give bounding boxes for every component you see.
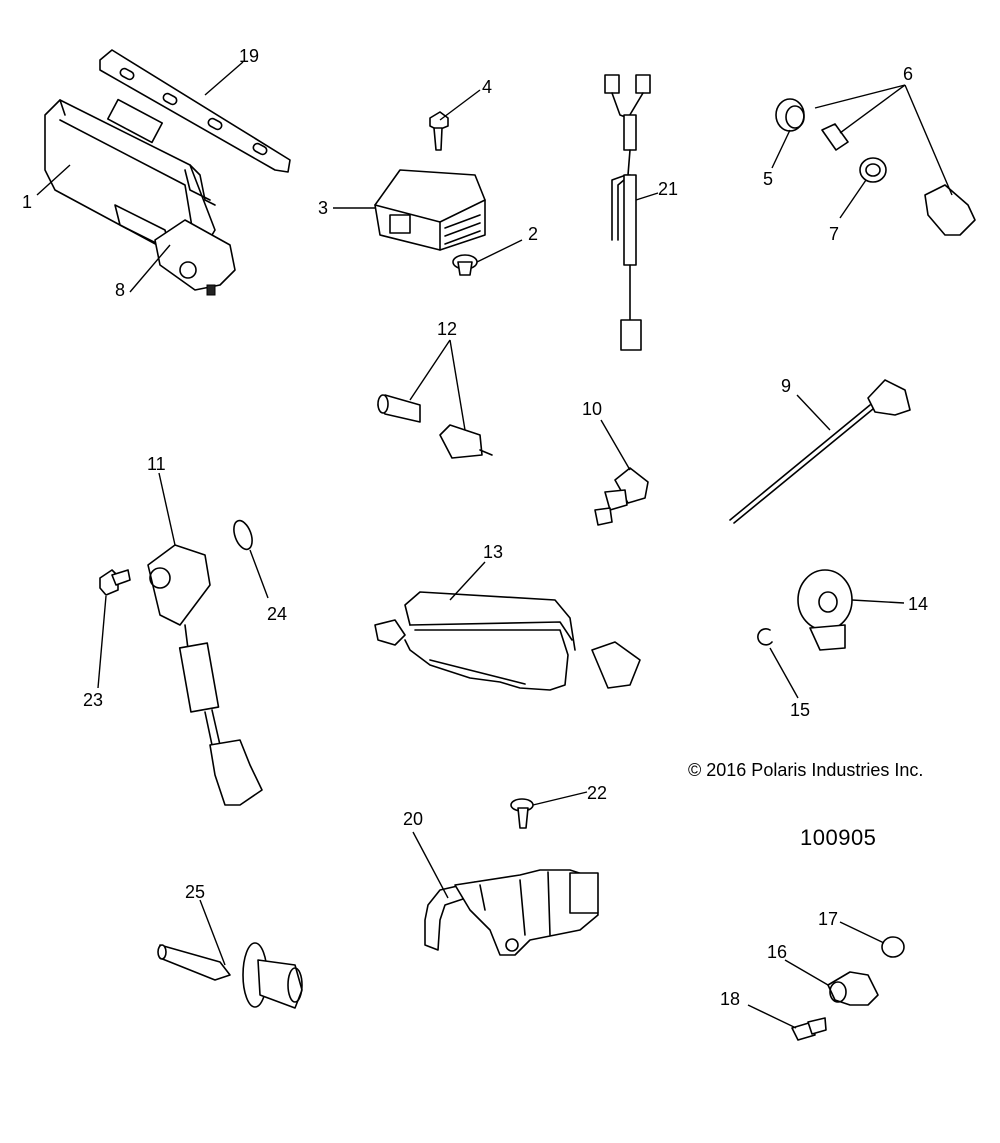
part-12-connectors xyxy=(377,394,493,459)
part-14-knock-sensor xyxy=(797,569,853,651)
part-15-clip xyxy=(757,628,773,646)
part-7-washer xyxy=(859,157,887,183)
part-10-temp-sensor xyxy=(594,467,649,526)
part-19-bracket xyxy=(99,49,291,173)
part-6-sensor xyxy=(924,184,976,236)
part-2-plug xyxy=(452,254,478,276)
part-17-o-ring xyxy=(881,936,905,958)
callout-17: 17 xyxy=(818,909,838,929)
callout-1: 1 xyxy=(22,192,32,212)
callout-2: 2 xyxy=(528,224,538,244)
callout-16: 16 xyxy=(767,942,787,962)
part-13-looped-sensor xyxy=(374,591,641,691)
callout-14: 14 xyxy=(908,594,928,614)
diagram-number: 100905 xyxy=(800,825,877,850)
part-16-elbow-sensor xyxy=(827,971,879,1006)
callout-6: 6 xyxy=(903,64,913,84)
callout-7: 7 xyxy=(829,224,839,244)
callout-19: 19 xyxy=(239,46,259,66)
part-25-flange-sensor xyxy=(157,942,303,1009)
callout-24: 24 xyxy=(267,604,287,624)
part-22-screw xyxy=(510,798,534,829)
callout-10: 10 xyxy=(582,399,602,419)
callouts: 1 2 3 4 5 6 7 8 9 10 11 12 13 14 15 16 1… xyxy=(22,46,928,1009)
callout-11: 11 xyxy=(147,454,166,474)
callout-18: 18 xyxy=(720,989,740,1009)
part-18-bolt xyxy=(791,1017,827,1041)
part-23-bolt xyxy=(99,569,131,596)
part-6-clip xyxy=(821,123,849,151)
callout-13: 13 xyxy=(483,542,503,562)
copyright-notice: © 2016 Polaris Industries Inc. xyxy=(688,760,924,780)
callout-23: 23 xyxy=(83,690,103,710)
part-9-rod-sensor xyxy=(729,379,911,524)
part-24-o-ring xyxy=(233,519,253,551)
callout-9: 9 xyxy=(781,376,791,396)
part-4-screw xyxy=(429,111,449,151)
leader-lines xyxy=(36,61,953,1029)
part-21-harness xyxy=(604,74,651,351)
callout-25: 25 xyxy=(185,882,205,902)
callout-22: 22 xyxy=(587,783,607,803)
part-20-valve xyxy=(424,869,599,956)
part-3-module xyxy=(374,169,486,251)
part-5-grommet xyxy=(775,98,805,132)
callout-21: 21 xyxy=(658,179,678,199)
callout-8: 8 xyxy=(115,280,125,300)
callout-15: 15 xyxy=(790,700,810,720)
callout-12: 12 xyxy=(437,319,457,339)
callout-20: 20 xyxy=(403,809,423,829)
part-8-map-sensor xyxy=(154,219,236,296)
callout-4: 4 xyxy=(482,77,492,97)
part-11-tps xyxy=(147,544,263,806)
callout-5: 5 xyxy=(763,169,773,189)
callout-3: 3 xyxy=(318,198,328,218)
